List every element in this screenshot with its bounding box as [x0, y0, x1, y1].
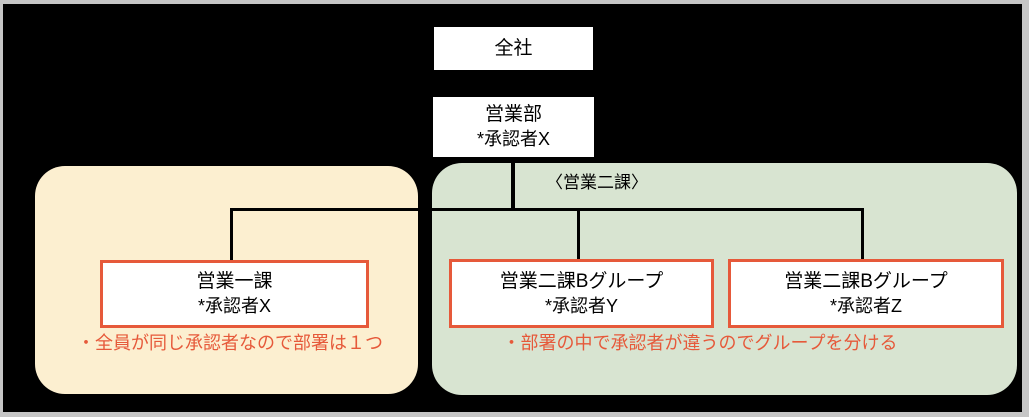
node-sales-department-approver: *承認者X — [476, 129, 550, 149]
green-panel-heading: 〈営業二課〉 — [546, 173, 648, 192]
node-sales-department-title: 営業部 — [484, 104, 542, 125]
node-sales-department: 営業部 *承認者X — [433, 97, 594, 157]
node-section2-group-z: 営業二課Bグループ *承認者Z — [728, 259, 1004, 328]
node-section2-group-y-title: 営業二課Bグループ — [499, 270, 664, 292]
node-section2-group-y: 営業二課Bグループ *承認者Y — [449, 259, 714, 328]
node-company: 全社 — [434, 27, 593, 70]
connector-horizontal-line — [231, 208, 863, 211]
connector-drop-section1 — [230, 208, 233, 261]
connector-drop-group-y — [577, 208, 580, 260]
caption-different-approver: ・部署の中で承認者が違うのでグループを分ける — [502, 333, 898, 353]
connector-dept-feed-line — [511, 157, 515, 211]
node-company-label: 全社 — [494, 38, 533, 59]
caption-same-approver: ・全員が同じ承認者なので部署は１つ — [77, 333, 383, 353]
node-sales-section1-title: 営業一課 — [196, 271, 273, 292]
connector-drop-group-z — [861, 208, 864, 260]
node-section2-group-z-title: 営業二課Bグループ — [784, 270, 948, 292]
node-sales-section1-approver: *承認者X — [197, 296, 271, 316]
node-section2-group-z-approver: *承認者Z — [830, 295, 902, 316]
node-sales-section1: 営業一課 *承認者X — [100, 260, 369, 328]
node-section2-group-y-approver: *承認者Y — [544, 295, 618, 316]
